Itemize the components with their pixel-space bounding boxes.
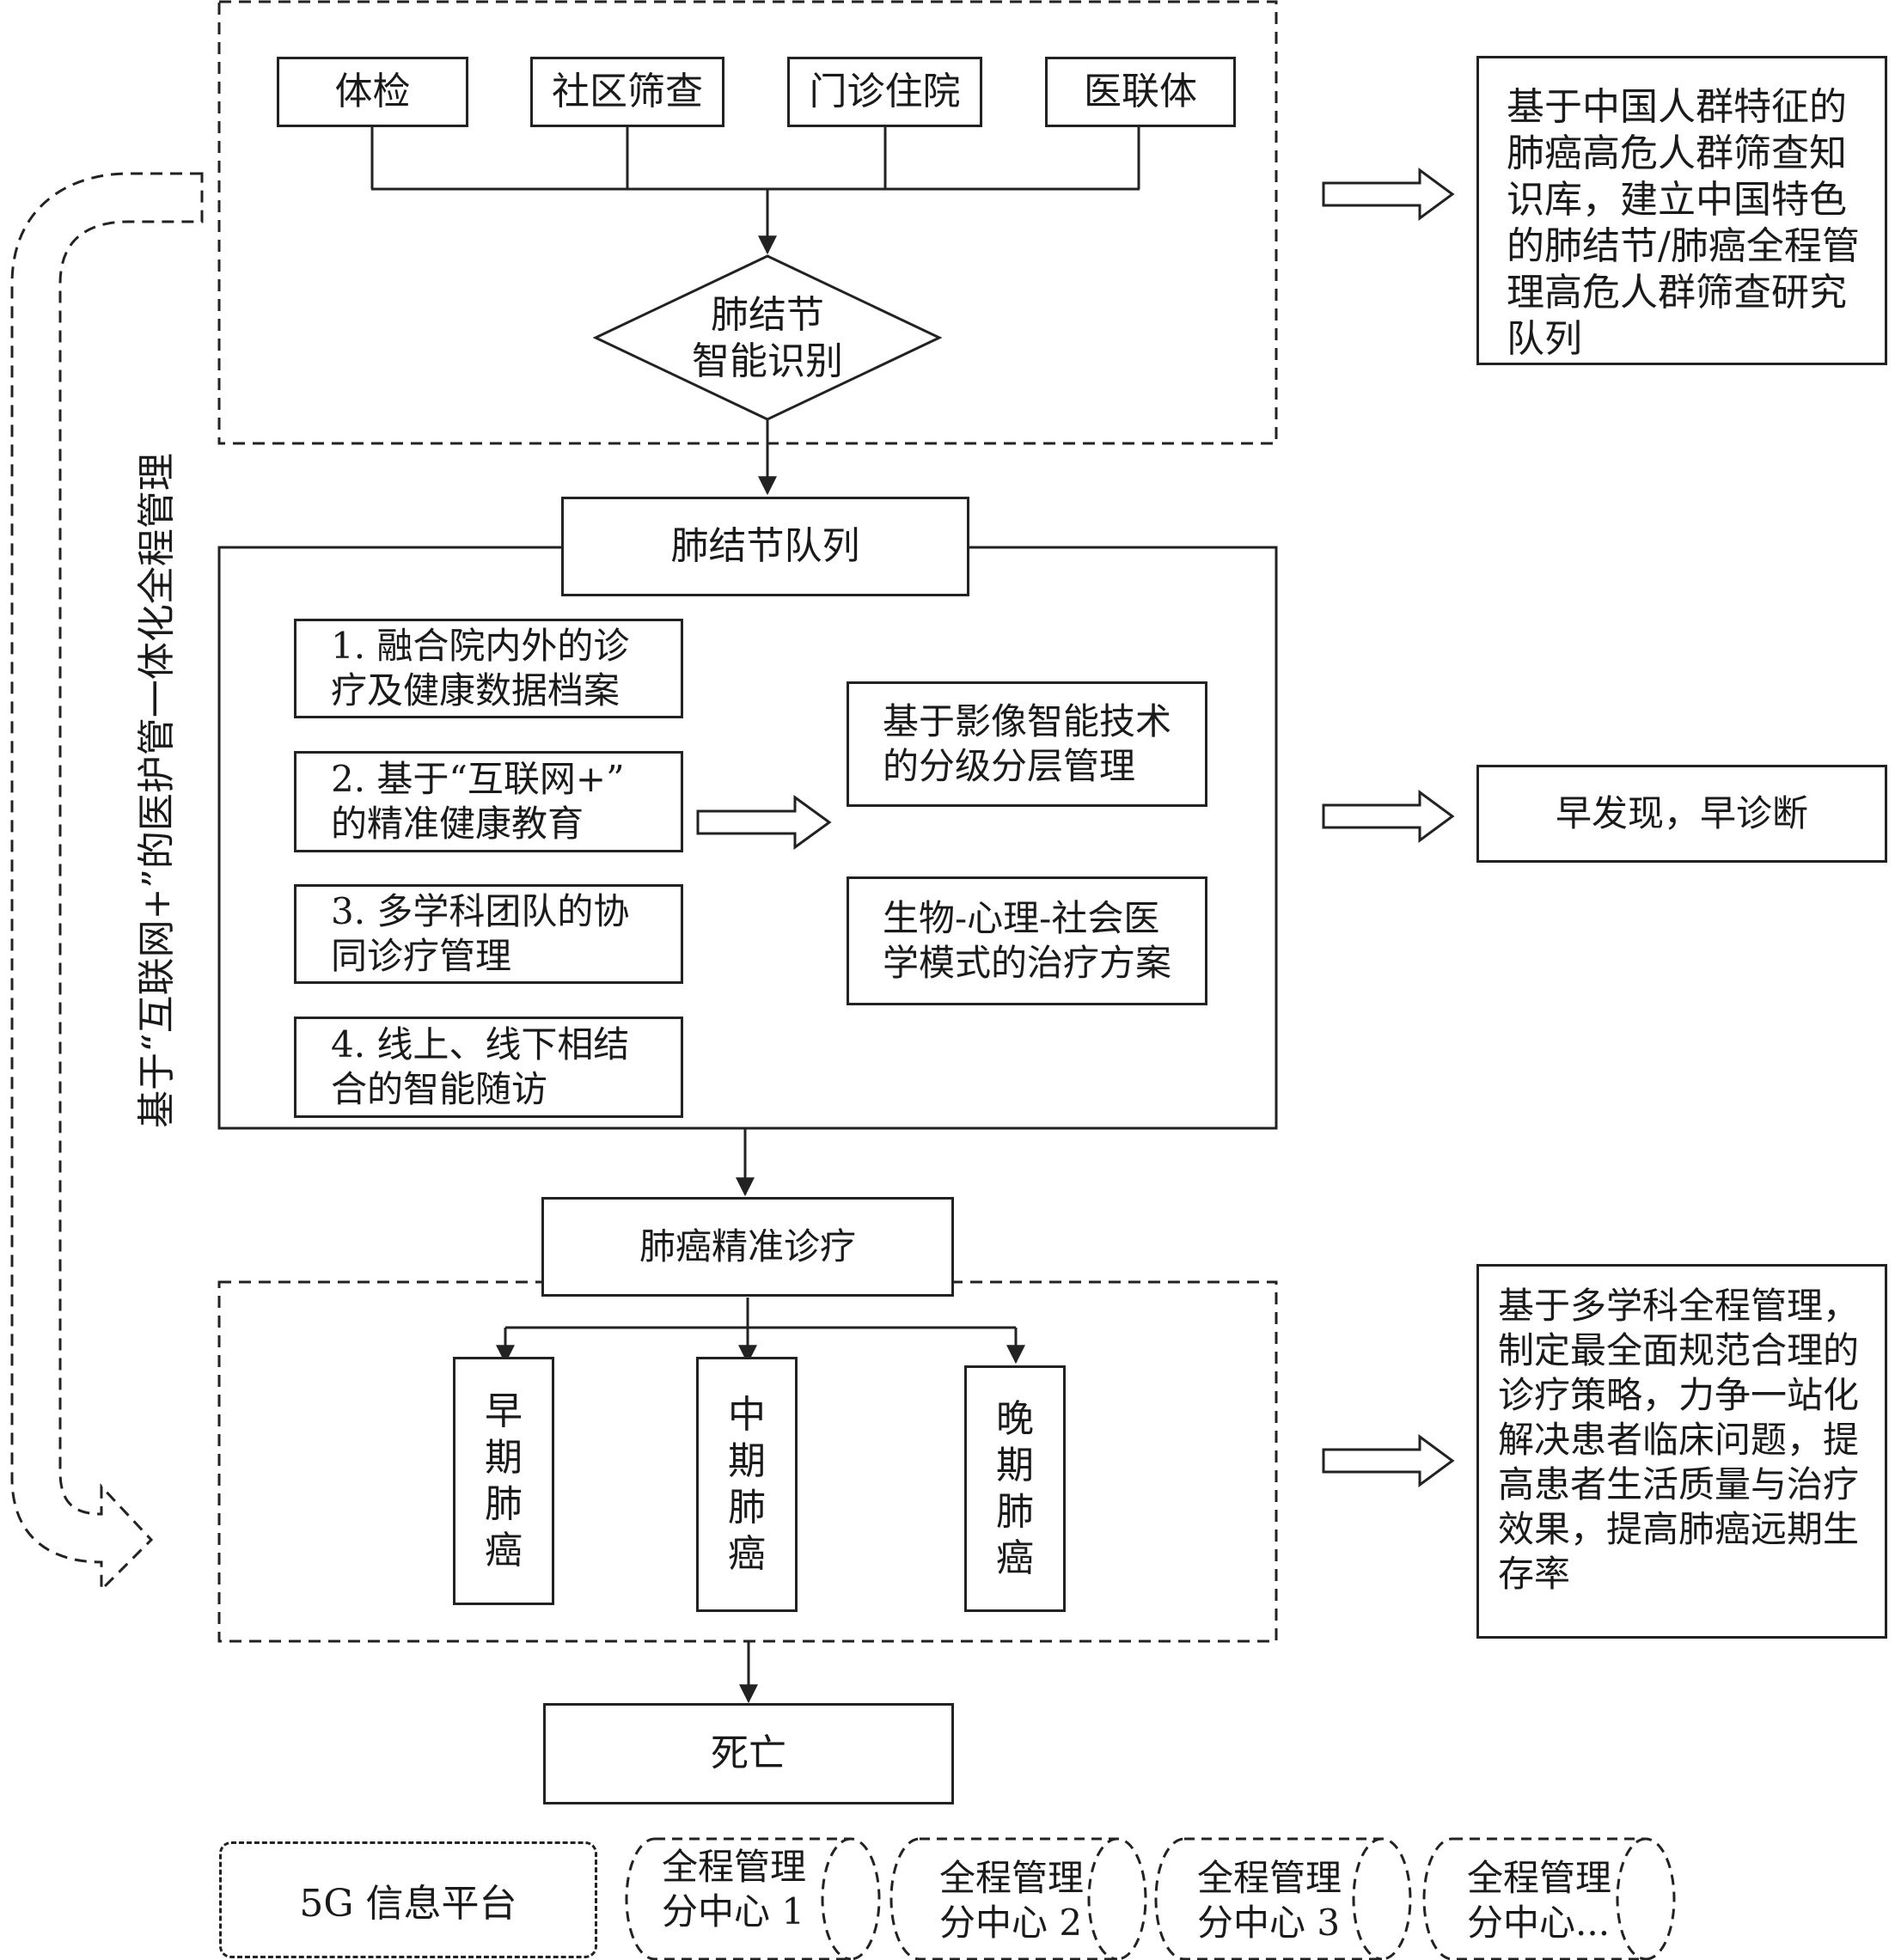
cohort-item-1: 1. 融合院内外的诊 疗及健康数据档案 [294, 619, 683, 718]
main-flow-arrows [496, 419, 1025, 1704]
cohort-item-2: 2. 基于“互联网+” 的精准健康教育 [294, 751, 683, 852]
cohort-item-4: 4. 线上、线下相结 合的智能随访 [294, 1017, 683, 1118]
source-physical-exam: 体检 [277, 57, 468, 127]
block-arrow-treatment [1322, 1434, 1455, 1487]
nodule-cohort-title: 肺结节队列 [561, 497, 969, 596]
note-early-detection: 早发现，早诊断 [1476, 765, 1887, 863]
cohort-result-treatment: 生物-心理-社会医 学模式的治疗方案 [847, 876, 1207, 1005]
source-medical-alliance: 医联体 [1045, 57, 1236, 127]
platform-5g: 5G 信息平台 [219, 1841, 597, 1958]
subcenter-3-shape [1154, 1837, 1412, 1960]
subcenter-1-label: 全程管理 分中心 1 [662, 1846, 807, 1933]
death-box: 死亡 [543, 1703, 954, 1804]
subcenter-2-label: 全程管理 分中心 2 [939, 1857, 1085, 1944]
source-community-screening: 社区筛查 [530, 57, 724, 127]
block-arrows [696, 168, 1455, 1487]
subcenter-more-label: 全程管理 分中心... [1467, 1857, 1612, 1944]
screening-group-frame [217, 0, 1278, 445]
block-arrow-cohort [696, 795, 832, 850]
subcenter-shapes [625, 1837, 1676, 1960]
block-arrow-screening [1322, 168, 1455, 221]
subcenter-2-shape [889, 1837, 1147, 1960]
precision-diagnosis-title: 肺癌精准诊疗 [541, 1197, 954, 1297]
subcenter-3-label: 全程管理 分中心 3 [1197, 1857, 1342, 1944]
note-treatment-strategy: 基于多学科全程管理， 制定最全面规范合理的 诊疗策略，力争一站化 解决患者临床问… [1476, 1264, 1887, 1639]
stage-early: 早期肺癌 [453, 1357, 554, 1605]
diamond-label: 肺结节 智能识别 [692, 293, 843, 383]
subcenter-1-shape [625, 1837, 881, 1960]
block-arrow-early [1322, 790, 1455, 843]
source-outpatient-inpatient: 门诊住院 [787, 57, 982, 127]
stage-middle: 中期肺癌 [696, 1357, 798, 1612]
stage-late: 晚期肺癌 [964, 1365, 1066, 1612]
cohort-result-imaging: 基于影像智能技术 的分级分层管理 [847, 681, 1207, 807]
source-merge-lines [370, 126, 1140, 255]
loop-arrow [10, 172, 204, 1593]
note-screening: 基于中国人群特征的 肺癌高危人群筛查知 识库，建立中国特色 的肺结节/肺癌全程管… [1476, 56, 1887, 365]
cohort-item-3: 3. 多学科团队的协 同诊疗管理 [294, 884, 683, 984]
